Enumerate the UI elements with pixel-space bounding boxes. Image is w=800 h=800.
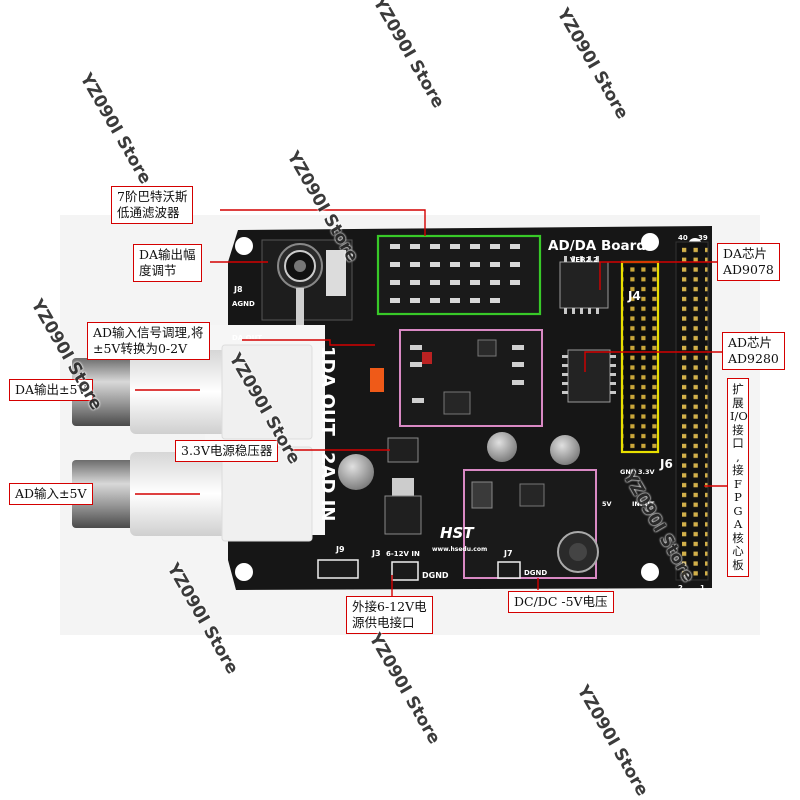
silk-dgnd: DGND (422, 571, 449, 580)
callout-expansion-char: 扩 (732, 382, 744, 396)
silk-pin-5v: 5V (602, 500, 612, 508)
silk-website: www.hsedu.com (432, 546, 487, 553)
callout-expansion-char: 展 (732, 395, 744, 410)
silk-version: VER2.2 (570, 256, 598, 264)
potentiometer (261, 239, 353, 328)
dcdc-circuit (463, 469, 599, 579)
silk-da-out-small: DA OUT (232, 334, 262, 342)
capacitor-1 (338, 454, 374, 490)
expansion-header (675, 241, 709, 581)
silk-pin-gnd: GND (620, 468, 637, 476)
callout-ad-input: AD输入±5V (9, 483, 93, 505)
callout-expansion-char: P (734, 490, 742, 504)
silk-pin-39: 39 (698, 234, 708, 242)
silk-pin-3v3: 3.3V (638, 468, 655, 476)
leader-lines (135, 209, 727, 597)
silk-pin-1: 1 (700, 584, 705, 592)
jumper (370, 368, 384, 392)
callout-expansion-char: A (733, 517, 743, 531)
callout-expansion-char: 心 (732, 544, 744, 558)
silk-j9: J9 (335, 545, 345, 554)
silk-j7: J7 (503, 549, 513, 558)
callout-expansion-char: 接 (732, 463, 744, 477)
callout-ad-conditioning: AD输入信号调理,将±5V转换为0-2V (87, 322, 210, 360)
silk-agnd: AGND (232, 300, 255, 308)
callout-da-output: DA输出±5V (9, 379, 93, 401)
callout-expansion-char: I/O (730, 409, 748, 423)
silk-pin-input: INPUT (632, 500, 655, 508)
power-terminal (391, 561, 419, 581)
callout-filter: 7阶巴特沃斯低通滤波器 (111, 186, 194, 224)
callout-expansion-char: G (733, 503, 743, 518)
ad-conditioning-circuit (399, 329, 543, 427)
callout-power-input: 外接6-12V电源供电接口 (346, 596, 433, 634)
silk-brand: HST (440, 524, 475, 542)
callout-expansion-char: F (734, 476, 742, 491)
j9-terminal (317, 559, 359, 579)
filter-components (376, 234, 542, 316)
callout-expansion-char: 口 (732, 436, 744, 450)
capacitor-2 (487, 432, 517, 462)
capacitor-3 (550, 435, 580, 465)
silk-j8: J8 (233, 285, 243, 294)
callout-expansion-char: 接 (732, 422, 744, 437)
da-chip (559, 256, 609, 314)
silk-j3-voltage: 6-12V IN (386, 550, 420, 558)
j7-terminal (497, 561, 521, 579)
silk-pin-40: 40 (678, 234, 688, 242)
silk-j3: J3 (371, 549, 381, 558)
ad-chip (562, 349, 616, 403)
silk-ad-in: 2AD IN (317, 452, 338, 521)
regulator (384, 437, 422, 535)
callout-dcdc: DC/DC -5V电压 (508, 591, 614, 613)
bnc-da-out (72, 344, 313, 440)
silk-dgnd-2: DGND (524, 569, 547, 577)
callout-da-amplitude: DA输出幅度调节 (133, 244, 202, 282)
silk-board-name: AD/DA Board (548, 238, 646, 254)
silk-pin-2: 2 (678, 584, 683, 592)
silk-da-out: 1DA OUT (317, 346, 338, 437)
silk-j6: J6 (659, 457, 673, 471)
header-j4 (620, 260, 660, 454)
callout-expansion-char: 核 (732, 530, 744, 545)
callout-regulator: 3.3V电源稳压器 (175, 440, 279, 462)
callout-expansion-char: , (736, 449, 740, 464)
callout-expansion-char: 板 (732, 557, 744, 572)
silk-j4: J4 (627, 289, 641, 303)
